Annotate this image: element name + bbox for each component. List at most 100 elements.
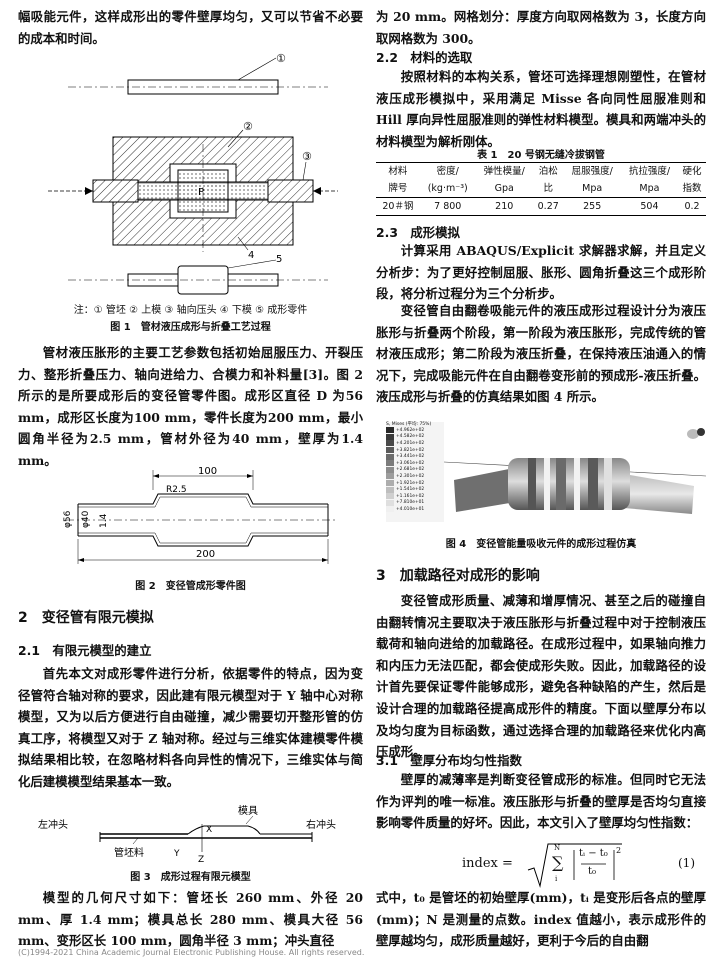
fig4-legend-swatch — [386, 466, 394, 473]
fig4-legend-entry: +1.541e+02 — [386, 486, 444, 493]
fig4-legend-swatch — [386, 493, 394, 500]
figure-3-fe-model: 左冲头 右冲头 模具 X Y Z 管坯料 — [38, 805, 336, 862]
fig4-legend-entry: +3.441e+02 — [386, 453, 444, 460]
fig2-dim-100: 100 — [198, 466, 217, 477]
fig3-axis-z: Z — [198, 855, 204, 862]
eq-numerator: tᵢ − t₀ — [579, 848, 608, 859]
fig4-legend-entry: +4.582e+02 — [386, 433, 444, 441]
fig3-axis-x: X — [206, 825, 212, 835]
fig4-legend-entry: +2.681e+02 — [386, 466, 444, 474]
fig4-legend-swatch — [386, 460, 394, 467]
figure-3-caption: 图 3 成形过程有限元模型 — [130, 872, 251, 883]
paragraph-loading-path: 变径管成形质量、减薄和增厚情况、甚至之后的碰撞自由翻转情况主要取决于液压胀形与折… — [376, 593, 706, 760]
table-cell: 255 — [563, 197, 621, 216]
fig3-left-punch-label: 左冲头 — [38, 818, 68, 831]
fig3-die-label: 模具 — [238, 805, 258, 817]
fig4-legend-entry: +2.301e+02 — [386, 473, 444, 480]
material-table: 材料 密度/ 弹性模量/ 泊松 屈服强度/ 抗拉强度/ 硬化 牌号 (kg·m⁻… — [376, 162, 706, 216]
eq-sum-sign: ∑ — [552, 853, 564, 872]
fig4-legend-value: +2.301e+02 — [396, 473, 425, 479]
fig4-legend-title: S, Mises (平均: 75%) — [386, 422, 432, 427]
fig2-dim-t: 1.4 — [99, 513, 109, 528]
fig4-legend-value: +2.681e+02 — [396, 467, 425, 473]
fig4-legend-value: +3.061e+02 — [396, 460, 425, 466]
table-header-cell: 密度/ — [419, 162, 476, 180]
table-header-cell: 材料 — [376, 162, 420, 180]
copyright-footer: (C)1994-2021 China Academic Journal Elec… — [18, 948, 365, 957]
equation-1: index = N ∑ i tᵢ − t₀ t₀ 2 (1) — [376, 842, 706, 890]
fig4-legend-entry: +4.201e+02 — [386, 440, 444, 447]
fig4-legend-scale: +4.962e+02+4.582e+02+4.201e+02+3.821e+02… — [386, 427, 444, 513]
fig3-right-punch-label: 右冲头 — [306, 818, 336, 831]
section-3-heading: 3 加载路径对成形的影响 — [376, 568, 540, 584]
figure-1-caption: 图 1 管材液压成形与折叠工艺过程 — [110, 322, 271, 333]
fig1-label-4: 4 — [248, 250, 254, 261]
fig4-legend-swatch — [386, 499, 394, 506]
figure-2-part-drawing: 100 R2.5 φ56 φ40 1.4 200 — [63, 466, 338, 564]
table-header-cell: Mpa — [639, 183, 660, 194]
fig4-legend-value: +4.962e+02 — [396, 427, 425, 433]
fig2-dim-r: R2.5 — [166, 485, 187, 495]
paragraph-fe-model: 首先本文对成形零件进行分析，依据零件的特点，因为变径管符合轴对称的要求，因此建有… — [18, 666, 363, 789]
eq-sqrt-sign — [527, 843, 622, 888]
table-header-row-2: 牌号 (kg·m⁻³) Gpa 比 Mpa Mpa 指数 — [376, 180, 706, 198]
section-3-1-heading: 3.1 壁厚分布均匀性指数 — [376, 753, 522, 768]
fig4-legend-value: +4.010e+01 — [396, 506, 425, 512]
fig4-legend-entry: +1.161e+02 — [386, 493, 444, 500]
section-2-1-heading: 2.1 有限元模型的建立 — [18, 643, 152, 658]
paragraph-thickness: 壁厚的减薄率是判断变径管成形的标准。但同时它无法作为评判的唯一标准。液压胀形与折… — [376, 772, 706, 831]
fig4-legend-entry: +4.962e+02 — [386, 427, 444, 434]
table-cell: 210 — [475, 197, 533, 216]
table-cell: 20＃钢 — [376, 197, 420, 216]
fig4-legend-value: +4.582e+02 — [396, 434, 425, 440]
fig4-legend-value: +1.161e+02 — [396, 493, 425, 499]
fig4-legend-value: +3.821e+02 — [396, 447, 425, 453]
paragraph-abaqus: 计算采用 ABAQUS/Explicit 求解器求解，并且定义分析步：为了更好控… — [376, 243, 706, 302]
fig4-legend-entry: +4.010e+01 — [386, 506, 444, 513]
table-row: 20＃钢 7 800 210 0.27 255 504 0.2 — [376, 197, 706, 216]
table-cell: 0.27 — [532, 197, 564, 216]
fig4-legend-value: +1.541e+02 — [396, 487, 425, 493]
table-cell: 0.2 — [678, 197, 706, 216]
fig4-legend-swatch — [386, 453, 394, 460]
fig1-label-3: ③ — [302, 150, 312, 163]
fig4-tube-render — [444, 428, 706, 514]
paragraph-where: 式中，t₀ 是管坯的初始壁厚(mm)，tᵢ 是变形后各点的壁厚(mm)；N 是测… — [376, 890, 706, 949]
fig1-label-2: ② — [243, 120, 253, 133]
fig1-label-p: P — [198, 187, 204, 198]
table-header-cell: (kg·m⁻³) — [427, 183, 468, 194]
fig4-legend-value: +3.441e+02 — [396, 454, 425, 460]
fig4-legend-swatch — [386, 433, 394, 440]
fig3-tube-label: 管坯料 — [114, 846, 144, 859]
section-2-2-heading: 2.2 材料的选取 — [376, 50, 473, 65]
fig4-legend-swatch — [386, 447, 394, 454]
fig4-legend-value: +4.201e+02 — [396, 440, 425, 446]
fig4-legend: S, Mises (平均: 75%) +4.962e+02+4.582e+02+… — [386, 422, 444, 522]
fig4-legend-entry: +1.921e+02 — [386, 480, 444, 487]
table-header-cell: 指数 — [682, 183, 702, 194]
fig4-legend-swatch — [386, 506, 394, 513]
table-header-cell: 弹性模量/ — [475, 162, 533, 180]
paragraph-material: 按照材料的本构关系，管坯可选择理想刚塑性，在管材液压成形模拟中，采用满足 Mis… — [376, 69, 706, 149]
table-header-cell: 硬化 — [678, 162, 706, 180]
fig1-label-5: 5 — [276, 254, 282, 265]
paragraph-process-params: 管材液压胀形的主要工艺参数包括初始屈服压力、开裂压力、整形折叠压力、轴向进给力、… — [18, 345, 363, 468]
fig2-dim-d56: φ56 — [63, 510, 73, 528]
eq-denominator: t₀ — [588, 866, 597, 877]
paragraph-forming-stages: 变径管自由翻卷吸能元件的液压成形过程设计分为液压胀形与折叠两个阶段，第一阶段为液… — [376, 303, 706, 405]
figure-1-process-diagram: ① P ② ③ 4 — [48, 52, 338, 295]
table-header-cell: 牌号 — [388, 183, 408, 194]
fig4-legend-value: +1.921e+02 — [396, 480, 425, 486]
fig4-legend-entry: +3.821e+02 — [386, 447, 444, 454]
paragraph-mesh: 为 20 mm。网格划分：厚度方向取网格数为 3，长度方向取网格数为 300。 — [376, 9, 706, 46]
table-header-cell: 抗拉强度/ — [620, 162, 679, 180]
figure-4-caption: 图 4 变径管能量吸收元件的成形过程仿真 — [445, 539, 637, 550]
figure-4-simulation: S, Mises (平均: 75%) +4.962e+02+4.582e+02+… — [386, 422, 706, 524]
fig1-label-1: ① — [276, 52, 286, 65]
table-header-cell: 屈服强度/ — [563, 162, 621, 180]
fig3-axis-y: Y — [173, 849, 180, 859]
fig2-dim-d40: φ40 — [81, 510, 91, 528]
fig4-legend-value: +7.810e+01 — [396, 500, 425, 506]
figure-2-caption: 图 2 变径管成形零件图 — [135, 581, 246, 592]
paragraph-geometry: 模型的几何尺寸如下：管坯长 260 mm、外径 20 mm、厚 1.4 mm；模… — [18, 890, 363, 949]
